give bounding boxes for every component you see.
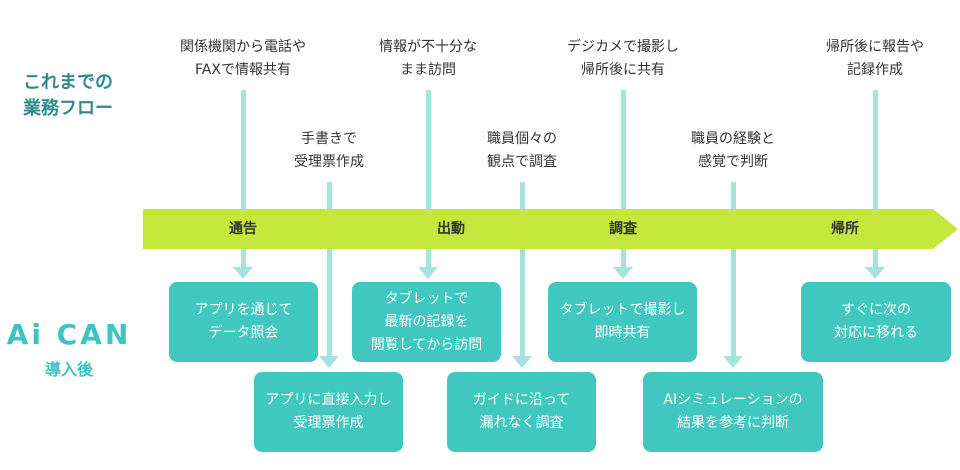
old-note-line: 記録作成: [847, 62, 903, 78]
stage-shutsudo: 出動: [437, 221, 465, 237]
aican-box-line: 対応に移れる: [834, 325, 918, 341]
aican-box-line: すぐに次の: [841, 302, 911, 318]
connector-arrow-chosa-mid: [723, 356, 743, 368]
aican-box-line: アプリに直接入力し: [265, 392, 392, 408]
connector-line-kisho-top: [873, 90, 878, 270]
aican-box-chosa: タブレットで撮影し 即時共有: [548, 282, 697, 362]
old-note-tsukoku-mid: 手書きで 受理票作成: [244, 128, 414, 174]
aican-box-line: 最新の記録を: [384, 313, 469, 330]
old-note-line: 情報が不十分な: [379, 39, 477, 55]
aican-box-line: タブレットで撮影し: [559, 302, 686, 318]
aican-box-tsukoku: アプリを通じて データ照会: [169, 282, 318, 362]
aican-box-kisho: すぐに次の 対応に移れる: [801, 282, 951, 362]
old-note-line: 職員の経験と: [691, 131, 775, 147]
old-note-line: 帰所後に共有: [581, 62, 665, 78]
aican-box-line: 受理票作成: [293, 415, 364, 431]
connector-line-chosa-top: [621, 90, 626, 270]
aican-box-line: データ照会: [208, 325, 279, 341]
aican-box-shutsudo: タブレットで 最新の記録を 閲覧してから訪問: [352, 282, 501, 362]
connector-line-tsukoku-mid: [327, 182, 332, 358]
old-note-line: 感覚で判断: [698, 154, 768, 170]
process-band-arrow: [143, 209, 958, 249]
aican-box-line: 閲覧してから訪問: [370, 336, 483, 353]
aican-box-tsukoku-bottom: アプリに直接入力し 受理票作成: [254, 372, 403, 452]
process-band: [143, 209, 960, 249]
old-note-shutsudo-mid: 職員個々の 観点で調査: [437, 128, 607, 174]
old-note-chosa: デジカメで撮影し 帰所後に共有: [538, 36, 708, 82]
old-note-tsukoku: 関係機関から電話や FAXで情報共有: [158, 36, 328, 82]
old-note-kisho: 帰所後に報告や 記録作成: [790, 36, 960, 82]
stage-tsukoku: 通告: [229, 221, 257, 237]
stage-chosa: 調査: [609, 221, 637, 237]
connector-arrow-tsukoku-mid: [319, 356, 339, 368]
aican-logo: Ai CAN: [6, 318, 132, 351]
old-note-line: 受理票作成: [294, 154, 364, 170]
old-note-shutsudo: 情報が不十分な まま訪問: [343, 36, 513, 82]
connector-arrow-tsukoku: [233, 267, 253, 279]
aican-box-line: 結果を参考に判断: [677, 415, 789, 431]
aican-box-line: 漏れなく調査: [479, 415, 564, 431]
old-note-line: FAXで情報共有: [195, 62, 291, 78]
old-note-chosa-mid: 職員の経験と 感覚で判断: [648, 128, 818, 174]
aican-box-line: AIシミュレーションの: [663, 392, 803, 408]
after-introduction-label: 導入後: [44, 360, 93, 379]
connector-line-shutsudo-top: [426, 90, 431, 270]
old-note-line: 職員個々の: [487, 131, 557, 147]
old-note-line: 観点で調査: [487, 154, 557, 170]
connector-arrow-chosa: [613, 267, 633, 279]
current-flow-label-line-1: これまでの: [23, 72, 113, 93]
current-flow-label-line-2: 業務フロー: [23, 98, 113, 119]
old-note-line: 関係機関から電話や: [180, 39, 306, 55]
connector-arrow-shutsudo: [418, 267, 438, 279]
connector-line-tsukoku-top: [241, 90, 246, 270]
current-flow-label: これまでの 業務フロー: [8, 70, 128, 122]
connector-arrow-shutsudo-mid: [512, 356, 532, 368]
aican-box-chosa-bottom: AIシミュレーションの 結果を参考に判断: [643, 372, 823, 452]
connector-line-chosa-mid: [731, 182, 736, 358]
aican-box-line: 即時共有: [594, 325, 651, 341]
aican-box-shutsudo-bottom: ガイドに沿って 漏れなく調査: [447, 372, 596, 452]
old-note-line: まま訪問: [400, 62, 456, 78]
connector-arrow-kisho: [865, 267, 885, 279]
aican-box-line: タブレットで: [384, 290, 469, 307]
aican-box-line: アプリを通じて: [194, 302, 293, 318]
aican-box-line: ガイドに沿って: [472, 392, 571, 408]
old-note-line: デジカメで撮影し: [567, 39, 679, 55]
connector-line-shutsudo-mid: [520, 182, 525, 358]
old-note-line: 帰所後に報告や: [826, 39, 924, 55]
stage-kisho: 帰所: [831, 221, 859, 237]
old-note-line: 手書きで: [301, 131, 357, 147]
